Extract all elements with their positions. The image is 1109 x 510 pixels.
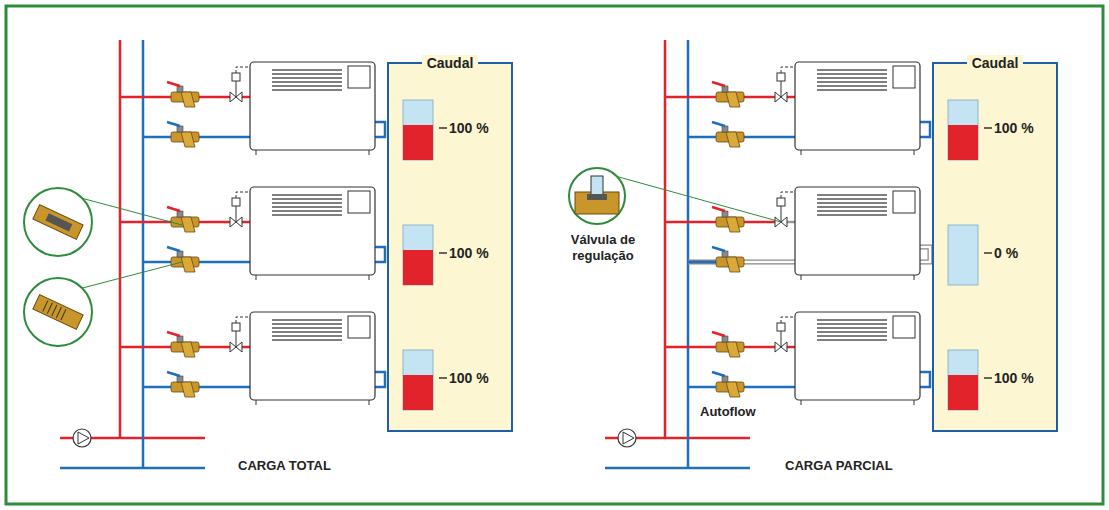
- flow-panel: Caudal100 %0 %100 %: [932, 62, 1058, 432]
- balancing-valve: [712, 122, 744, 147]
- flow-bar: [948, 350, 978, 410]
- return-riser: [687, 40, 690, 468]
- flow-value: 100 %: [449, 120, 489, 136]
- flow-panel: Caudal100 %100 %100 %: [387, 62, 513, 432]
- flow-bar: [403, 100, 433, 160]
- flow-value: 100 %: [994, 370, 1034, 386]
- radiator: [250, 62, 375, 155]
- balancing-valve: [712, 332, 744, 357]
- balancing-valve: [167, 82, 199, 107]
- balancing-valve: [712, 372, 744, 397]
- radiator: [795, 187, 920, 280]
- tick: [984, 377, 992, 379]
- pump-symbol: [78, 432, 89, 444]
- pipe: [605, 467, 750, 470]
- balancing-valve: [712, 247, 744, 272]
- magnifier: [24, 262, 182, 346]
- radiator: [795, 62, 920, 155]
- tick: [439, 377, 447, 379]
- flow-value: 0 %: [994, 245, 1018, 261]
- load-caption: CARGA PARCIAL: [785, 458, 893, 474]
- total-load-side: [60, 40, 513, 468]
- control-valve: [230, 317, 248, 352]
- flow-value: 100 %: [449, 370, 489, 386]
- valve-label: Válvula de regulação: [548, 232, 658, 263]
- partial-load-side: [605, 40, 1058, 468]
- balancing-valve: [712, 82, 744, 107]
- control-valve: [775, 192, 793, 227]
- balancing-valve: [167, 247, 199, 272]
- flow-value: 100 %: [994, 120, 1034, 136]
- pump: [73, 429, 91, 447]
- tick: [439, 127, 447, 129]
- control-valve: [230, 192, 248, 227]
- supply-riser: [119, 40, 122, 438]
- load-caption: CARGA TOTAL: [238, 458, 331, 474]
- balancing-valve: [167, 332, 199, 357]
- pump-symbol: [623, 432, 634, 444]
- return-riser: [142, 40, 145, 468]
- supply-riser: [664, 40, 667, 438]
- tick: [984, 127, 992, 129]
- flow-panel-ground: [387, 62, 513, 432]
- flow-bar: [403, 225, 433, 285]
- flow-value: 100 %: [449, 245, 489, 261]
- flow-panel-ground: [932, 62, 1058, 432]
- pipe: [60, 467, 205, 470]
- radiator: [250, 312, 375, 405]
- flow-bar-fill: [948, 125, 978, 160]
- magnifier: [569, 168, 781, 224]
- pump: [618, 429, 636, 447]
- balancing-valve: [167, 207, 199, 232]
- flow-bar-fill: [403, 125, 433, 160]
- valve-label: Autoflow: [700, 404, 756, 420]
- tick: [439, 252, 447, 254]
- control-valve: [775, 317, 793, 352]
- balancing-valve: [167, 372, 199, 397]
- control-valve: [775, 67, 793, 102]
- flow-bar-fill: [948, 375, 978, 410]
- radiator: [250, 187, 375, 280]
- panel-heading: Caudal: [422, 55, 479, 71]
- frame: [6, 6, 1103, 504]
- magnifier: [24, 188, 182, 256]
- flow-bar-fill: [403, 250, 433, 285]
- panel-heading: Caudal: [967, 55, 1024, 71]
- tick: [984, 252, 992, 254]
- pipe: [688, 261, 718, 264]
- control-valve: [230, 67, 248, 102]
- balancing-valve: [167, 122, 199, 147]
- radiator: [795, 312, 920, 405]
- flow-bar: [948, 100, 978, 160]
- flow-bar: [403, 350, 433, 410]
- flow-bar-fill: [403, 375, 433, 410]
- flow-bar: [948, 225, 978, 285]
